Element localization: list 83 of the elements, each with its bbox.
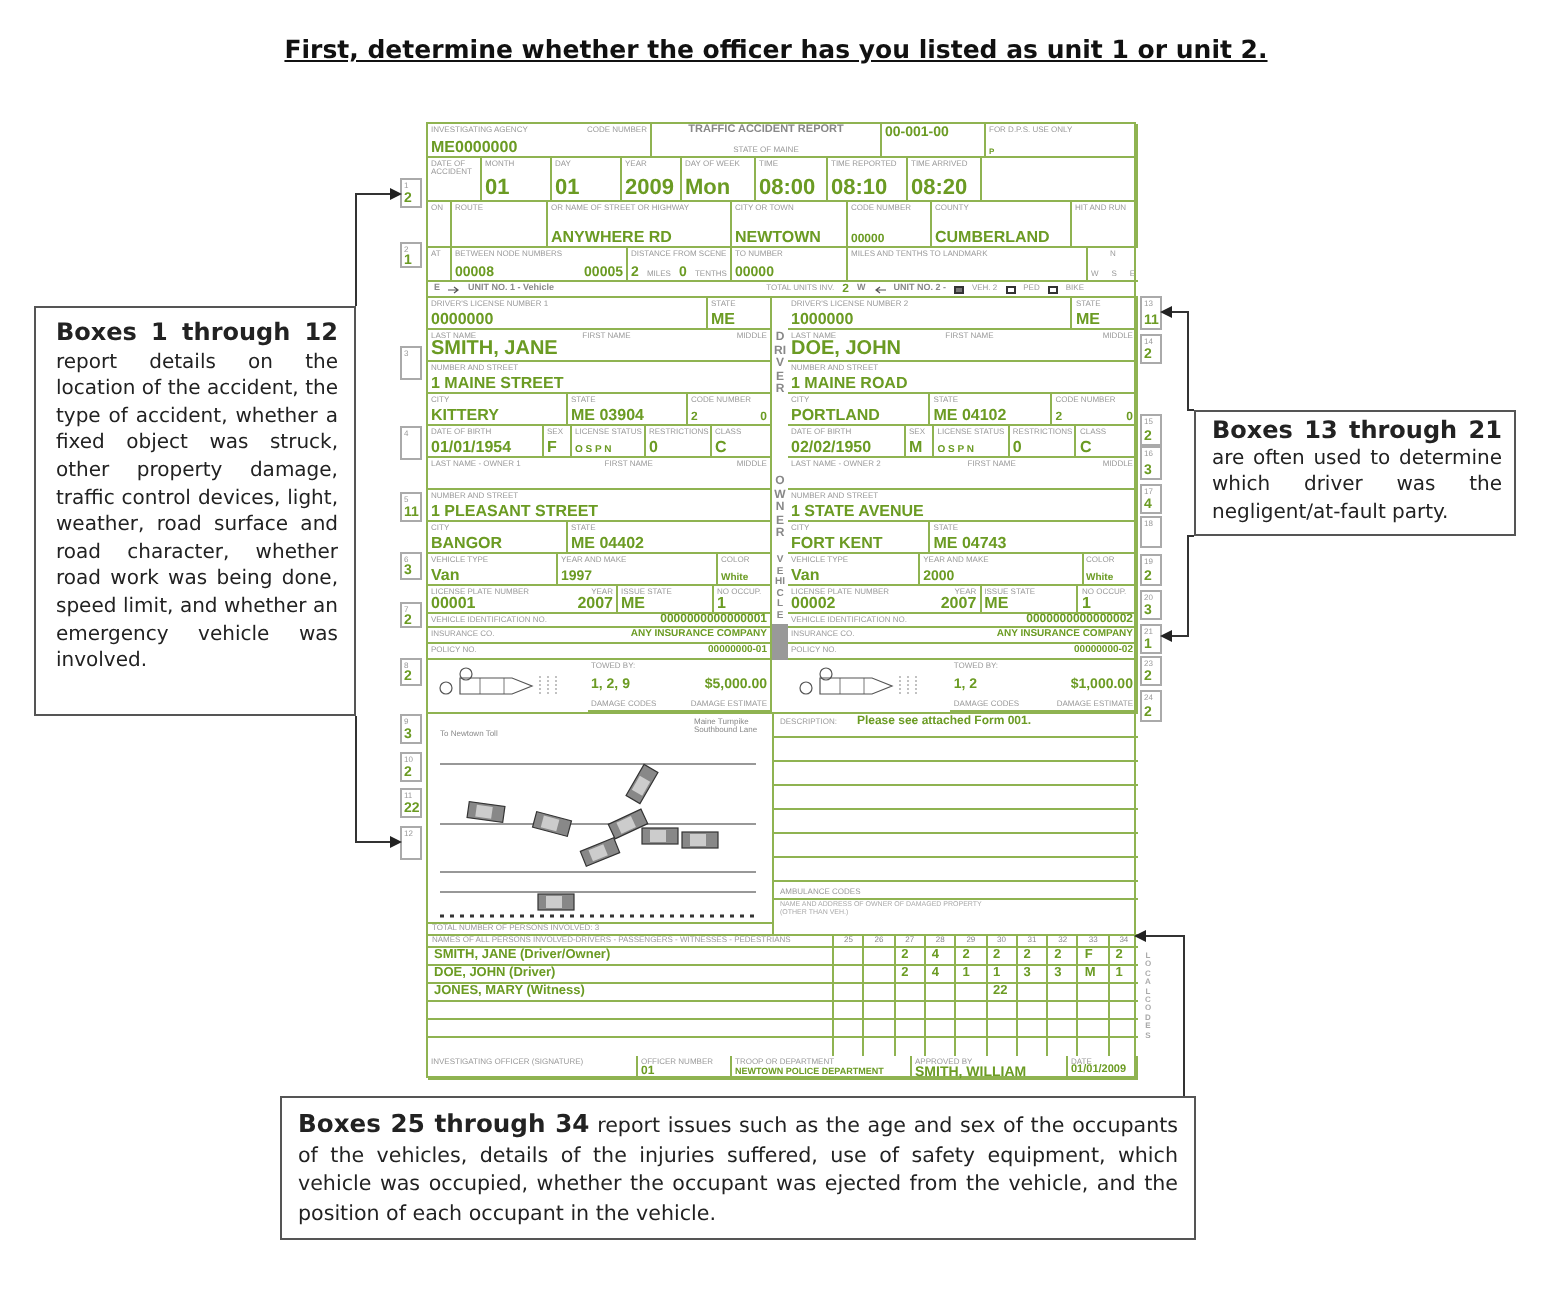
field-value: FORT KENT [791,535,883,551]
field-value: F [547,439,557,455]
field-value: ME 04102 [933,407,1007,423]
field-value: M [909,439,923,455]
field-value: 0000000 [431,311,494,327]
field-value: ME [621,596,645,612]
accident-report-form [426,122,1136,1078]
field-value: 2007 [940,596,977,612]
numbered-box [400,788,422,818]
numbered-box [1140,446,1162,480]
field-value: PORTLAND [791,407,880,423]
callout-text: Boxes 1 through 12 report details on the location of the accident, the type of accident, whether a fixed object was struck, other property damage, traffic control devices, light, weather, road surface and road character, whether road work was being done, speed limit, and whether an emergency vehicle was involved. [56,324,338,673]
field-value: SMITH, JANE [431,340,558,360]
field-value: ME0000000 [431,139,518,155]
field-value: ME 04743 [933,535,1007,551]
field-value: KITTERY [431,407,499,423]
numbered-box [1140,296,1162,330]
field-value: ME [711,311,735,327]
page-title: First, determine whether the officer has you listed as unit 1 or unit 2. [282,34,1270,64]
numbered-box [400,552,422,580]
field-value: 08:00 [759,177,816,199]
field-value: ME 03904 [571,407,644,423]
field-value: ME [984,596,1009,612]
numbered-box [400,602,422,628]
numbered-box [1140,656,1162,686]
field-value: 08:20 [911,177,968,199]
callout-box [34,306,356,716]
field-value: Van [431,567,460,583]
field-value: 1 PLEASANT STREET [431,503,599,519]
numbered-box [1140,624,1162,654]
field-value: DOE, JOHN [791,340,902,360]
field-value: Mon [685,177,731,199]
field-value: 1 [717,596,726,612]
callout-box [1194,410,1516,536]
arrow [1134,930,1185,1097]
field-value: C [1079,439,1092,455]
callout-text: Boxes 13 through 21 are often used to determine which driver was the negligent/at-fault party. [1212,422,1502,524]
numbered-box [1140,554,1162,586]
numbered-box [400,714,422,744]
numbered-box [400,346,422,380]
callout-box [280,1096,1196,1240]
arrow [355,188,402,307]
numbered-box [1140,690,1162,722]
numbered-box [1140,414,1162,446]
numbered-box [400,752,422,782]
field-value: 1 MAINE ROAD [791,375,908,391]
field-value: 1 [1081,596,1091,612]
field-value: 2009 [625,177,674,199]
field-value: C [715,439,727,455]
numbered-box [1140,484,1162,514]
numbered-box [1140,334,1162,364]
numbered-box [1140,590,1162,620]
numbered-box [400,658,422,686]
field-value: ME 04402 [571,535,644,551]
field-value: 0 [649,439,658,455]
numbered-box [1140,516,1162,548]
field-value: 01/01/1954 [431,439,512,455]
callout-text: Boxes 25 through 34 report issues such as the age and sex of the occupants of the vehicles, details of the injuries suffered, use of safety equipment, which vehicle was occupied, whether the occupant was ejected from the vehicle, and the position of each occupant in the vehicle. [298,1114,1178,1226]
numbered-box [400,826,422,860]
numbered-box [400,492,422,522]
arrow [1160,306,1195,411]
field-value: 00002 [791,596,836,612]
numbered-box [400,178,422,208]
field-value: CUMBERLAND [935,229,1050,245]
field-value: 1 MAINE STREET [431,375,564,391]
numbered-box [400,426,422,460]
field-value: 01 [485,177,510,199]
field-value: Van [791,567,820,583]
field-value: 00001 [431,596,476,612]
field-value: 08:10 [831,177,888,199]
field-value: 0 [1012,439,1022,455]
field-value: ME [1075,311,1100,327]
arrow [1160,535,1195,642]
field-value: 02/02/1950 [791,439,872,455]
field-value: ANYWHERE RD [551,229,672,245]
numbered-box [400,242,422,268]
arrow [355,715,402,848]
field-value: 01 [555,177,580,199]
field-value: 1000000 [791,311,854,327]
field-value: NEWTOWN [735,229,821,245]
field-value: 1 STATE AVENUE [791,503,924,519]
field-value: 2007 [577,596,613,612]
field-value: BANGOR [431,535,503,551]
